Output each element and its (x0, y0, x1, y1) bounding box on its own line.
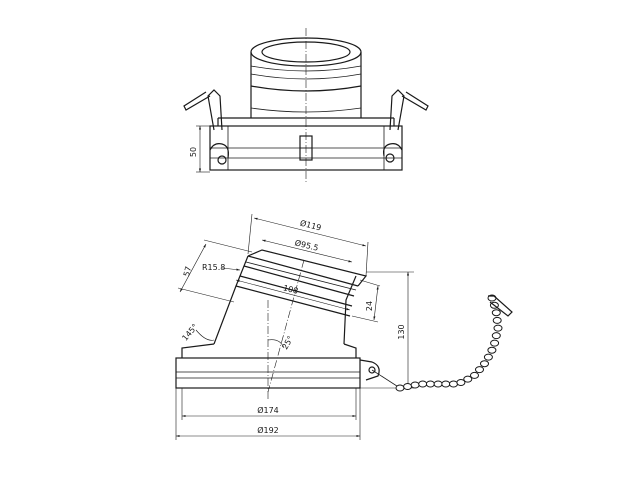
chain-tab (359, 359, 380, 381)
cam-arc-left (209, 143, 229, 159)
dim24-ext-bot (351, 315, 379, 323)
cam-arc-right (383, 143, 403, 157)
chain-bead (449, 380, 458, 388)
dim-57-label: 57 (182, 265, 193, 277)
band-2 (250, 73, 362, 80)
chain-bead (410, 381, 420, 389)
dim-108-label: 108 (282, 283, 299, 295)
dim955-line (261, 239, 353, 263)
neck-line-5 (245, 261, 357, 291)
chain-bead (480, 360, 489, 368)
chain-bead (463, 375, 473, 383)
dim-130-label: 130 (397, 324, 406, 339)
dim108-line (235, 279, 351, 311)
dim-r158-label: R15.8 (202, 263, 225, 272)
dim-174-label: Ø174 (257, 405, 279, 415)
chain-bead (403, 383, 413, 390)
angle-145-label: 145° (180, 322, 199, 343)
chain-tab-hole (368, 366, 376, 374)
side-view: 25° 145° Ø119 Ø95.5 108 57 R15.8 24 130 (175, 213, 513, 440)
top-view: 50 (183, 28, 429, 182)
cam-lever-right (389, 89, 405, 131)
r158-leader (221, 267, 241, 271)
chain-bead (441, 380, 451, 388)
chain-bead (491, 309, 501, 317)
chain-bead (418, 380, 428, 388)
chain (395, 294, 503, 392)
dim57-line (179, 243, 207, 293)
cam-handle-right (401, 91, 429, 111)
base-shoulder-l (181, 343, 215, 358)
pin-left (217, 155, 227, 165)
chain-bead (491, 332, 501, 340)
cam-lever-left (207, 89, 223, 131)
top-ring-inner (261, 41, 351, 63)
angle-25-arc (267, 339, 285, 349)
chain-bead (492, 316, 502, 324)
top-ring-tilted (247, 249, 368, 287)
chain-bead (490, 339, 500, 347)
chain-link-start (371, 369, 401, 389)
chain-bead (425, 380, 435, 388)
dim-24-label: 24 (365, 301, 374, 311)
dim24-ext-top (359, 279, 381, 287)
angle-145-arc (195, 329, 215, 341)
dim-192-label: Ø192 (257, 425, 279, 435)
angle-25-label: 25° (280, 334, 295, 351)
chain-clip (488, 295, 513, 317)
band-4 (250, 107, 362, 113)
chain-bead (483, 353, 493, 361)
chain-bead (456, 379, 466, 386)
chain-bead (433, 380, 443, 388)
chain-bead (487, 346, 497, 354)
chain-bead (493, 324, 503, 332)
dim119-ext-l (247, 213, 253, 255)
band-1 (250, 65, 362, 72)
dim119-ext-r (365, 241, 369, 277)
dim24-line (373, 285, 379, 321)
dim-955-label: Ø95.5 (294, 237, 320, 253)
chain-bead (470, 371, 479, 379)
pin-right (385, 153, 395, 163)
base-shoulder-r (343, 343, 357, 358)
cam-handle-left (183, 91, 211, 111)
dim-50-label: 50 (189, 147, 198, 157)
side-axis (267, 259, 305, 393)
dim57-ext-top (203, 239, 253, 253)
chain-bead (475, 366, 484, 374)
dim57-ext-bot (177, 287, 235, 303)
band-3 (250, 85, 362, 92)
chain-bead (395, 384, 405, 392)
